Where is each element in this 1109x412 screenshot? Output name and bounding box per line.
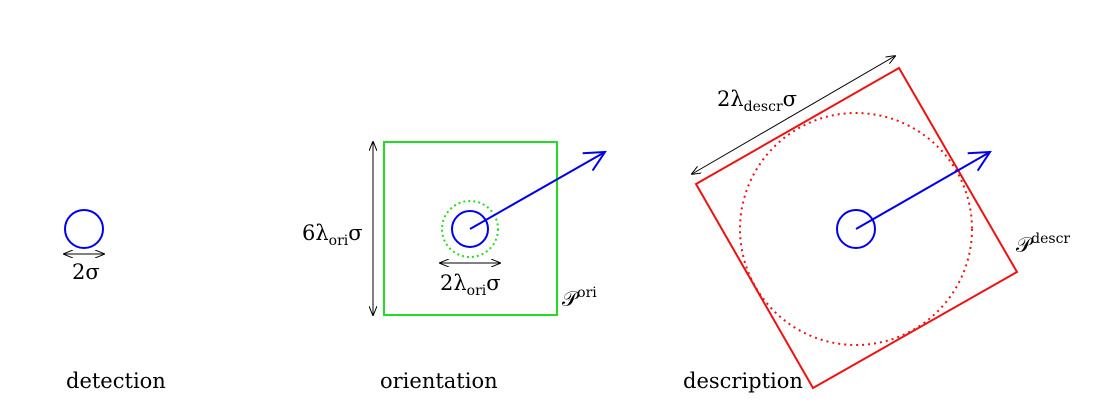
orientation-patch: [383, 141, 558, 316]
orientation-caption: orientation: [380, 369, 498, 393]
orientation-window-circle: [441, 200, 499, 258]
orientation-arrow: [469, 152, 605, 230]
width-label: 2λoriσ: [440, 271, 501, 299]
keypoint-circle: [836, 209, 876, 249]
description-panel: 2λdescrσ 𝒫descr description: [683, 56, 1070, 393]
side-arrow: [692, 56, 895, 174]
side-label: 2λdescrσ: [717, 87, 797, 115]
orientation-panel: 6λoriσ 2λoriσ 𝒫ori orientation: [302, 141, 605, 393]
orientation-arrow: [855, 152, 990, 230]
detection-caption: detection: [66, 369, 166, 393]
keypoint-circle: [64, 209, 104, 249]
patch-label-descr: 𝒫descr: [1016, 231, 1070, 257]
patch-label-ori: 𝒫ori: [562, 285, 597, 311]
scale-label: 2σ: [72, 260, 100, 284]
description-caption: description: [683, 369, 803, 393]
detection-panel: 2σ detection: [64, 209, 166, 393]
keypoint-circle: [451, 210, 489, 248]
height-label: 6λoriσ: [302, 221, 363, 249]
